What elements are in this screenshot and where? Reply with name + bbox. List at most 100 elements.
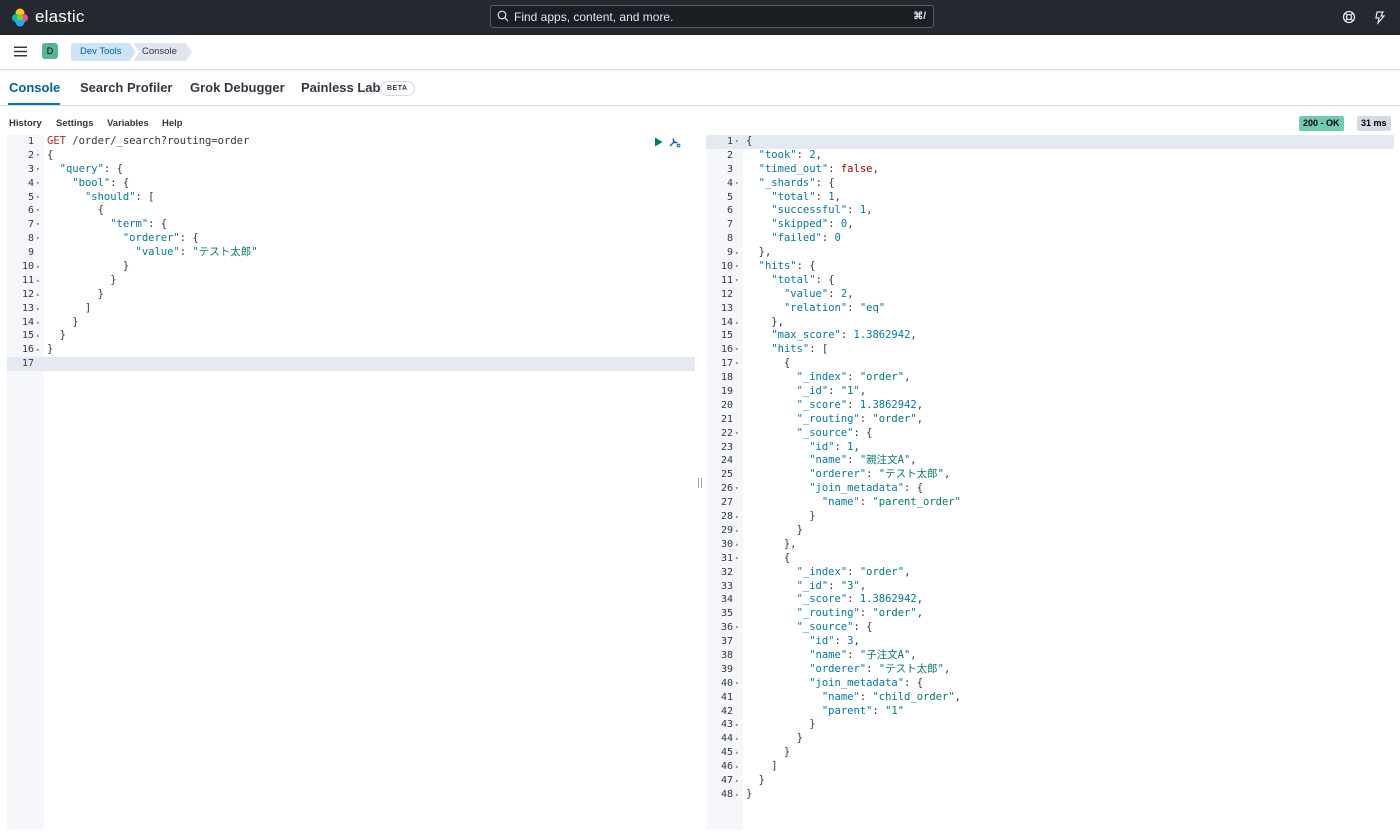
fold-toggle-icon[interactable]: ▴ xyxy=(735,249,739,257)
code-line: 3▾ "query": { xyxy=(7,163,695,177)
code-text: { xyxy=(746,135,753,147)
code-line: 28▴ } xyxy=(706,510,1394,524)
code-text: "_shards": { xyxy=(758,176,835,189)
line-number: 16 xyxy=(720,344,733,356)
global-search[interactable]: Find apps, content, and more. ⌘/ xyxy=(490,5,934,28)
help-button[interactable]: Help xyxy=(162,118,183,129)
code-line: 19 "_id": "1", xyxy=(706,385,1394,399)
fold-toggle-icon[interactable]: ▾ xyxy=(36,235,40,243)
fold-toggle-icon[interactable]: ▴ xyxy=(735,540,739,548)
code-text: "timed_out": false, xyxy=(758,162,879,175)
code-line: 23 "id": 1, xyxy=(706,441,1394,455)
fold-toggle-icon[interactable]: ▴ xyxy=(735,763,739,771)
code-text: "id": 1, xyxy=(809,440,860,453)
fold-toggle-icon[interactable]: ▾ xyxy=(735,263,739,271)
fold-toggle-icon[interactable]: ▴ xyxy=(735,790,739,798)
space-avatar[interactable]: D xyxy=(42,43,58,59)
code-line: 37 "id": 3, xyxy=(706,635,1394,649)
code-text: "join_metadata": { xyxy=(809,482,924,495)
code-text: "id": 3, xyxy=(809,635,860,648)
dev-tools-tabs: Console Search Profiler Grok Debugger Pa… xyxy=(0,71,1400,106)
line-number: 33 xyxy=(720,580,733,592)
tab-grok-debugger[interactable]: Grok Debugger xyxy=(190,80,285,95)
line-number: 14 xyxy=(720,316,733,328)
line-number: 44 xyxy=(720,733,733,745)
line-number: 22 xyxy=(720,427,733,439)
fold-toggle-icon[interactable]: ▾ xyxy=(735,346,739,354)
brand-name: elastic xyxy=(35,7,85,26)
fold-toggle-icon[interactable]: ▴ xyxy=(36,318,40,326)
search-input[interactable]: Find apps, content, and more. xyxy=(514,10,674,24)
fold-toggle-icon[interactable]: ▴ xyxy=(36,290,40,298)
code-line: 38 "name": "子注文A", xyxy=(706,649,1394,663)
tab-painless-lab[interactable]: Painless Lab xyxy=(301,80,381,95)
history-button[interactable]: History xyxy=(9,118,42,129)
code-line: 32 "_index": "order", xyxy=(706,566,1394,580)
settings-button[interactable]: Settings xyxy=(56,118,94,129)
fold-toggle-icon[interactable]: ▾ xyxy=(735,624,739,632)
code-line: 4▾ "bool": { xyxy=(7,177,695,191)
fold-toggle-icon[interactable]: ▾ xyxy=(36,165,40,173)
code-line: 12 "value": 2, xyxy=(706,288,1394,302)
fold-toggle-icon[interactable]: ▴ xyxy=(735,318,739,326)
code-text: "value": 2, xyxy=(783,287,854,300)
elastic-logo[interactable]: elastic xyxy=(11,7,85,27)
code-text: { xyxy=(47,148,54,161)
pane-resizer[interactable] xyxy=(698,478,702,488)
fold-toggle-icon[interactable]: ▾ xyxy=(36,179,40,187)
code-text: } xyxy=(746,523,803,536)
code-text: "_id": "1", xyxy=(796,385,867,398)
fold-toggle-icon[interactable]: ▾ xyxy=(36,193,40,201)
fold-toggle-icon[interactable]: ▾ xyxy=(36,151,40,159)
wrench-icon[interactable] xyxy=(668,136,681,148)
newsfeed-icon[interactable] xyxy=(1372,9,1388,25)
fold-toggle-icon[interactable]: ▾ xyxy=(735,485,739,493)
fold-toggle-icon[interactable]: ▴ xyxy=(36,346,40,354)
fold-toggle-icon[interactable]: ▴ xyxy=(735,776,739,784)
line-number: 11 xyxy=(21,274,34,286)
fold-toggle-icon[interactable]: ▾ xyxy=(735,276,739,284)
code-line: 44▴ } xyxy=(706,732,1394,746)
breadcrumb-console: Console xyxy=(133,43,192,61)
fold-toggle-icon[interactable]: ▴ xyxy=(735,526,739,534)
code-text: "total": { xyxy=(771,273,835,286)
fold-toggle-icon[interactable]: ▾ xyxy=(735,360,739,368)
line-number: 14 xyxy=(21,316,34,328)
fold-toggle-icon[interactable]: ▴ xyxy=(735,735,739,743)
fold-toggle-icon[interactable]: ▾ xyxy=(735,138,739,145)
fold-toggle-icon[interactable]: ▾ xyxy=(735,679,739,687)
line-number: 21 xyxy=(720,413,733,425)
line-number: 45 xyxy=(720,747,733,759)
code-text: "_id": "3", xyxy=(796,579,867,592)
fold-toggle-icon[interactable]: ▾ xyxy=(735,554,739,562)
line-number: 25 xyxy=(720,469,733,481)
fold-toggle-icon[interactable]: ▾ xyxy=(36,221,40,229)
line-number: 20 xyxy=(720,399,733,411)
code-text: "_routing": "order", xyxy=(796,412,924,425)
fold-toggle-icon[interactable]: ▴ xyxy=(735,513,739,521)
line-number: 36 xyxy=(720,622,733,634)
help-icon[interactable] xyxy=(1341,9,1357,25)
status-badge: 200 - OK xyxy=(1299,116,1344,131)
breadcrumb-dev-tools[interactable]: Dev Tools xyxy=(71,43,136,61)
line-number: 18 xyxy=(720,372,733,384)
tab-search-profiler[interactable]: Search Profiler xyxy=(80,80,173,95)
tab-console[interactable]: Console xyxy=(9,80,61,95)
code-line: 3 "timed_out": false, xyxy=(706,163,1394,177)
fold-toggle-icon[interactable]: ▾ xyxy=(735,179,739,187)
code-line: 22▾ "_source": { xyxy=(706,427,1394,441)
line-number: 4 xyxy=(27,177,34,189)
hamburger-menu-icon[interactable] xyxy=(14,46,27,57)
fold-toggle-icon[interactable]: ▴ xyxy=(735,749,739,757)
send-request-icon[interactable] xyxy=(654,137,663,147)
fold-toggle-icon[interactable]: ▾ xyxy=(36,207,40,215)
fold-toggle-icon[interactable]: ▴ xyxy=(36,263,40,271)
fold-toggle-icon[interactable]: ▴ xyxy=(735,721,739,729)
fold-toggle-icon[interactable]: ▴ xyxy=(36,304,40,312)
variables-button[interactable]: Variables xyxy=(107,118,149,129)
fold-toggle-icon[interactable]: ▴ xyxy=(36,276,40,284)
fold-toggle-icon[interactable]: ▴ xyxy=(36,332,40,340)
fold-toggle-icon[interactable]: ▾ xyxy=(735,429,739,437)
